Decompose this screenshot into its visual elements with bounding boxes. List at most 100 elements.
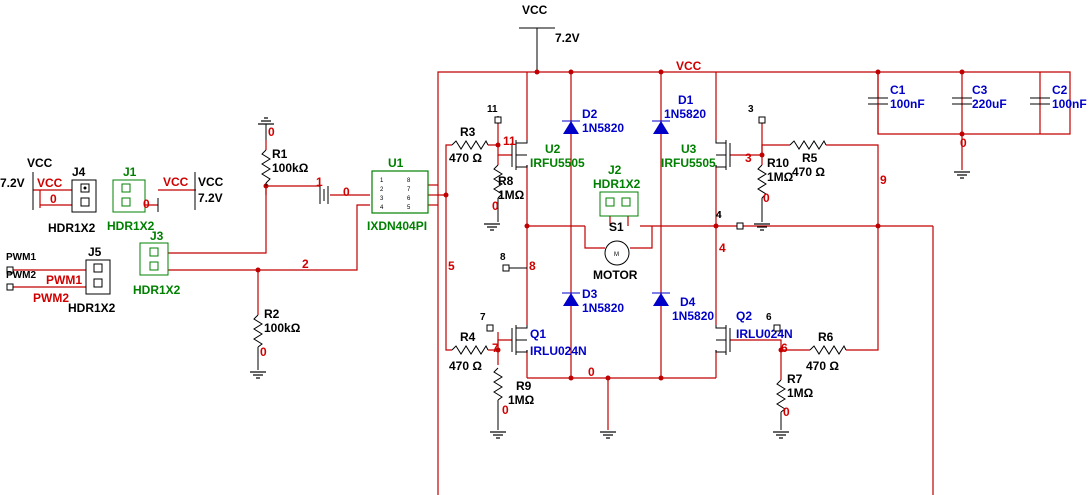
svg-text:VCC: VCC xyxy=(27,156,53,170)
ground-icon xyxy=(483,223,501,231)
svg-text:U2: U2 xyxy=(545,142,561,156)
svg-text:7.2V: 7.2V xyxy=(198,191,223,205)
svg-text:VCC: VCC xyxy=(37,176,63,190)
resistor-r9[interactable]: R9 1MΩ xyxy=(493,367,535,430)
svg-text:9: 9 xyxy=(880,173,887,187)
ground-icon xyxy=(257,117,275,125)
resistor-r2[interactable]: R2 100kΩ xyxy=(253,307,301,370)
gate-driver-u1[interactable]: U1 IXDN404PI 1 2 3 4 8 7 6 5 xyxy=(367,156,429,233)
ground-icon xyxy=(489,431,507,439)
svg-text:R10: R10 xyxy=(767,156,789,170)
svg-text:4: 4 xyxy=(716,210,722,221)
resistor-r8[interactable]: R8 1MΩ xyxy=(493,164,525,222)
resistor-r5[interactable]: R5 470 Ω xyxy=(789,139,827,179)
battery-u1 xyxy=(319,186,329,204)
svg-text:0: 0 xyxy=(783,405,790,419)
mosfet-q1[interactable]: Q1 IRLU024N xyxy=(511,325,587,358)
capacitor-c3[interactable]: C3 220uF xyxy=(952,83,1007,111)
diode-d3[interactable]: D3 1N5820 xyxy=(562,287,624,315)
resistor-r4[interactable]: R4 470 Ω xyxy=(449,330,489,373)
svg-text:J3: J3 xyxy=(150,229,164,243)
resistor-r10[interactable]: R10 1MΩ xyxy=(757,156,794,222)
svg-text:VCC: VCC xyxy=(676,59,702,73)
svg-text:100kΩ: 100kΩ xyxy=(272,161,309,175)
svg-text:8: 8 xyxy=(529,259,536,273)
diode-d4[interactable]: D4 1N5820 xyxy=(652,292,714,323)
svg-text:R5: R5 xyxy=(802,151,818,165)
mosfet-u3[interactable]: U3 IRFU5505 xyxy=(661,140,731,170)
probes[interactable]: 11 8 7 3 4 6 xyxy=(480,104,781,332)
ground-icon xyxy=(953,171,971,179)
capacitor-c2[interactable]: C2 100nF xyxy=(1030,83,1087,111)
resistor-r3[interactable]: R3 470 Ω xyxy=(449,125,489,165)
svg-text:HDR1X2: HDR1X2 xyxy=(133,283,181,297)
svg-text:100kΩ: 100kΩ xyxy=(264,321,301,335)
svg-text:2: 2 xyxy=(380,187,384,193)
svg-text:J2: J2 xyxy=(608,163,622,177)
svg-text:PWM1: PWM1 xyxy=(46,273,82,287)
svg-text:0: 0 xyxy=(960,136,967,150)
svg-text:HDR1X2: HDR1X2 xyxy=(48,221,96,235)
svg-text:1N5820: 1N5820 xyxy=(672,309,714,323)
svg-text:0: 0 xyxy=(492,199,499,213)
svg-text:C1: C1 xyxy=(890,83,906,97)
svg-text:0: 0 xyxy=(763,191,770,205)
svg-text:7: 7 xyxy=(407,187,411,193)
svg-text:220uF: 220uF xyxy=(972,97,1007,111)
ground-icon xyxy=(249,371,267,379)
pwm-inputs[interactable]: PWM1 PWM2 PWM1 PWM2 xyxy=(6,252,82,305)
svg-text:1MΩ: 1MΩ xyxy=(787,386,814,400)
svg-text:5: 5 xyxy=(407,205,411,211)
header-j5[interactable]: J5 HDR1X2 xyxy=(68,245,116,315)
svg-text:C2: C2 xyxy=(1052,83,1068,97)
svg-text:HDR1X2: HDR1X2 xyxy=(107,219,155,233)
header-j1[interactable]: J1 HDR1X2 xyxy=(107,165,155,233)
svg-text:6: 6 xyxy=(781,341,788,355)
svg-text:D4: D4 xyxy=(680,295,696,309)
svg-text:PWM2: PWM2 xyxy=(33,291,69,305)
net-labels: VCC 0 1 0 2 0 5 11 0 8 7 0 0 4 4 3 0 9 6… xyxy=(260,59,967,419)
svg-text:470 Ω: 470 Ω xyxy=(806,359,839,373)
svg-text:1N5820: 1N5820 xyxy=(582,121,624,135)
svg-text:0: 0 xyxy=(143,197,150,211)
svg-text:U1: U1 xyxy=(388,156,404,170)
diode-d2[interactable]: D2 1N5820 xyxy=(562,107,624,135)
svg-text:D2: D2 xyxy=(582,107,598,121)
svg-text:D1: D1 xyxy=(678,93,694,107)
svg-text:1N5820: 1N5820 xyxy=(664,107,706,121)
svg-text:7: 7 xyxy=(480,312,486,323)
svg-text:470 Ω: 470 Ω xyxy=(449,359,482,373)
svg-text:3: 3 xyxy=(748,104,754,115)
capacitor-c1[interactable]: C1 100nF xyxy=(868,72,925,134)
motor-s1[interactable]: M S1 MOTOR xyxy=(593,220,638,282)
svg-text:470 Ω: 470 Ω xyxy=(449,151,482,165)
svg-text:470 Ω: 470 Ω xyxy=(792,165,825,179)
svg-text:R6: R6 xyxy=(818,330,834,344)
svg-text:6: 6 xyxy=(407,196,411,202)
svg-text:R7: R7 xyxy=(787,372,803,386)
svg-text:5: 5 xyxy=(448,259,455,273)
svg-text:IXDN404PI: IXDN404PI xyxy=(367,219,427,233)
svg-text:1MΩ: 1MΩ xyxy=(767,170,794,184)
svg-text:0: 0 xyxy=(50,192,57,206)
svg-text:0: 0 xyxy=(588,365,595,379)
svg-text:R8: R8 xyxy=(498,174,514,188)
mosfet-u2[interactable]: U2 IRFU5505 xyxy=(511,140,585,170)
ground-icon xyxy=(772,431,790,439)
svg-text:3: 3 xyxy=(380,196,384,202)
resistor-r7[interactable]: R7 1MΩ xyxy=(776,372,814,430)
resistor-r1[interactable]: R1 100kΩ xyxy=(261,124,309,186)
junctions xyxy=(255,69,965,381)
diode-d1[interactable]: D1 1N5820 xyxy=(652,93,706,134)
svg-text:R4: R4 xyxy=(460,330,476,344)
resistor-r6[interactable]: R6 470 Ω xyxy=(806,330,847,373)
svg-text:4: 4 xyxy=(380,205,384,211)
svg-text:1: 1 xyxy=(380,178,384,184)
svg-text:0: 0 xyxy=(260,345,267,359)
header-j4[interactable]: J4 HDR1X2 xyxy=(48,165,97,235)
svg-text:0: 0 xyxy=(268,125,275,139)
header-j3[interactable]: J3 HDR1X2 xyxy=(133,229,181,297)
header-j2[interactable]: J2 HDR1X2 xyxy=(593,163,641,217)
svg-text:2: 2 xyxy=(302,257,309,271)
